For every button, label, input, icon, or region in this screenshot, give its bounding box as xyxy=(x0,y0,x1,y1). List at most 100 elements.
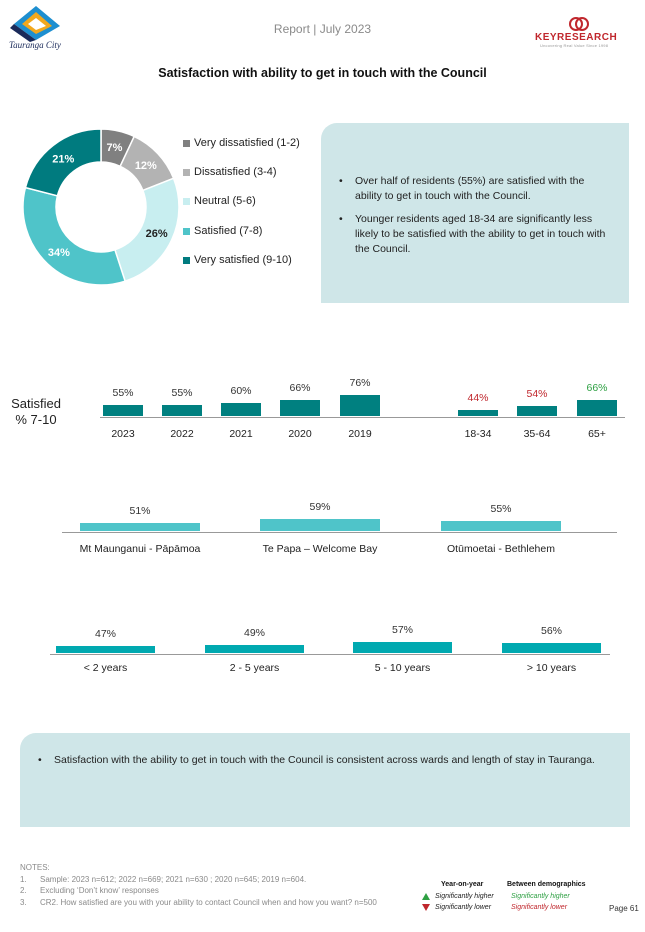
report-label: Report | July 2023 xyxy=(273,22,372,36)
chart-bar xyxy=(441,521,561,531)
keyresearch-logo-text: KEYRESEARCH xyxy=(535,32,618,43)
legend-swatch xyxy=(183,197,190,205)
chart-bar xyxy=(340,395,380,416)
donut-legend-item: Satisfied (7-8) xyxy=(183,225,262,237)
legend-label: Dissatisfied (3-4) xyxy=(194,166,277,178)
chart-category-label: 5 - 10 years xyxy=(374,662,431,674)
donut-legend-item: Very satisfied (9-10) xyxy=(183,254,292,266)
legend-label: Neutral (5-6) xyxy=(194,195,256,207)
notes: NOTES: 1.Sample: 2023 n=612; 2022 n=669;… xyxy=(20,862,377,908)
donut-slice-label: 7% xyxy=(106,142,122,154)
chart-data-label: 59% xyxy=(309,501,331,513)
satisfied-label: Satisfied % 7-10 xyxy=(10,396,62,428)
chart-category-label: 65+ xyxy=(588,428,606,440)
chart-data-label: 66% xyxy=(289,382,311,394)
chart-category-label: 2 - 5 years xyxy=(229,662,280,674)
chart-bar xyxy=(577,400,617,416)
chart-category-label: 18-34 xyxy=(464,428,492,440)
chart-bar xyxy=(56,646,155,653)
chart-data-label: 55% xyxy=(490,503,512,515)
chart-category-label: Te Papa – Welcome Bay xyxy=(262,543,378,555)
page-title: Satisfaction with ability to get in touc… xyxy=(158,66,487,80)
donut-legend-item: Very dissatisfied (1-2) xyxy=(183,137,300,149)
callout-box-bottom xyxy=(20,733,630,827)
legend-yoy-title: Year-on-year xyxy=(441,881,484,888)
notes-heading: NOTES: xyxy=(20,863,50,872)
chart-axis-line xyxy=(50,654,610,655)
note-item: 1.Sample: 2023 n=612; 2022 n=669; 2021 n… xyxy=(20,874,377,886)
chart-bar xyxy=(517,406,557,416)
tauranga-logo xyxy=(8,4,68,56)
keyresearch-logo-subtext: Uncovering Real Value Since 1998 xyxy=(540,43,609,48)
chart-category-label: Mt Maunganui - Pāpāmoa xyxy=(79,543,201,555)
callout-bottom-bullet: Satisfaction with the ability to get in … xyxy=(36,753,606,768)
note-number: 3. xyxy=(20,897,27,907)
chart-bar xyxy=(280,400,320,416)
note-item: 2. Excluding ‘Don’t know’ responses xyxy=(20,885,377,897)
legend-yoy-higher: Significantly higher xyxy=(435,893,494,900)
chart-bar xyxy=(205,645,304,653)
note-text: Sample: 2023 n=612; 2022 n=669; 2021 n=6… xyxy=(40,874,307,884)
callout-bottom-bullets: Satisfaction with the ability to get in … xyxy=(36,753,606,776)
chart-data-label: 54% xyxy=(526,388,548,400)
legend-label: Very dissatisfied (1-2) xyxy=(194,137,300,149)
chart-bar xyxy=(103,405,143,416)
note-text: Excluding ‘Don’t know’ responses xyxy=(40,886,159,895)
donut-slice-label: 26% xyxy=(146,228,168,240)
chart-axis-line xyxy=(100,417,625,418)
callout-top-bullet: Over half of residents (55%) are satisfi… xyxy=(337,174,607,204)
down-triangle-icon xyxy=(422,904,430,911)
chart-axis-line xyxy=(62,532,617,533)
legend-swatch xyxy=(183,168,190,176)
chart-category-label: 2021 xyxy=(229,428,253,440)
chart-bar xyxy=(502,643,601,653)
donut-slice-label: 12% xyxy=(135,160,157,172)
chart-data-label: 55% xyxy=(112,387,134,399)
chart-bar xyxy=(353,642,452,653)
page-number: Page 61 xyxy=(609,904,639,913)
chart-bar xyxy=(260,519,380,531)
chart-bar xyxy=(162,405,202,416)
legend-between-lower: Significantly lower xyxy=(511,904,568,911)
chart-data-label: 66% xyxy=(586,382,608,394)
legend-yoy-lower: Significantly lower xyxy=(435,904,492,911)
legend-label: Satisfied (7-8) xyxy=(194,225,263,237)
donut-legend-item: Dissatisfied (3-4) xyxy=(183,166,277,178)
callout-top-bullet: Younger residents aged 18-34 are signifi… xyxy=(337,212,607,257)
chart-category-label: 2023 xyxy=(111,428,135,440)
legend-between-higher: Significantly higher xyxy=(511,893,570,900)
up-triangle-icon xyxy=(422,893,430,900)
chart-bar xyxy=(80,523,200,531)
satisfied-label-line2: % 7-10 xyxy=(15,412,57,427)
legend-swatch xyxy=(183,227,190,235)
note-number: 2. xyxy=(20,886,27,895)
chart-bar xyxy=(458,410,498,416)
legend-swatch xyxy=(183,256,190,264)
note-text: CR2. How satisfied are you with your abi… xyxy=(40,897,377,907)
chart-category-label: Otūmoetai - Bethlehem xyxy=(447,543,555,555)
chart-category-label: 2019 xyxy=(348,428,372,440)
chart-data-label: 51% xyxy=(129,505,151,517)
donut-slice xyxy=(22,186,127,286)
donut-legend-item: Neutral (5-6) xyxy=(183,195,256,207)
donut-slice-label: 34% xyxy=(48,247,70,259)
chart-data-label: 55% xyxy=(171,387,193,399)
chart-data-label: 57% xyxy=(391,624,413,636)
chart-data-label: 49% xyxy=(243,627,265,639)
legend-label: Very satisfied (9-10) xyxy=(194,254,292,266)
donut-chart: 7%12%26%34%21% xyxy=(22,128,180,286)
chart-category-label: > 10 years xyxy=(526,662,577,674)
chart-category-label: < 2 years xyxy=(83,662,128,674)
legend-between-title: Between demographics xyxy=(507,881,586,888)
chart-data-label: 56% xyxy=(540,625,562,637)
chart-category-label: 35-64 xyxy=(523,428,551,440)
chart-category-label: 2022 xyxy=(170,428,194,440)
chart-data-label: 60% xyxy=(230,385,252,397)
tauranga-logo-text: Tauranga City xyxy=(9,40,61,50)
chart-category-label: 2020 xyxy=(288,428,312,440)
keyresearch-logo xyxy=(530,16,630,50)
chart-data-label: 44% xyxy=(467,392,489,404)
chart-data-label: 76% xyxy=(349,377,371,389)
chart-data-label: 47% xyxy=(94,628,116,640)
donut-slice xyxy=(24,128,102,197)
